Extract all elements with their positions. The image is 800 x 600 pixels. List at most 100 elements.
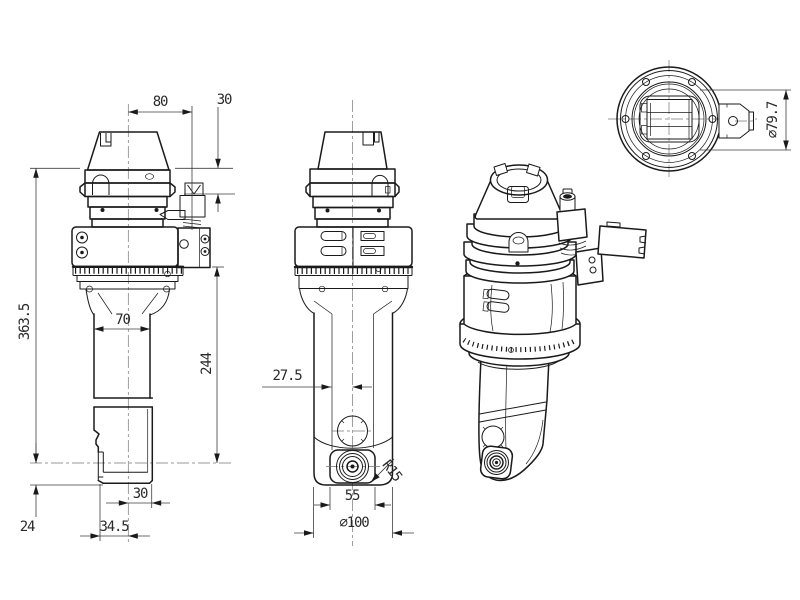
flange-band-2 [87,195,168,208]
front-dimensions: 80 30 363.5 70 [17,92,235,541]
iso-taper-curve [477,359,561,370]
plate-tab [606,221,621,228]
dim-top-width: 80 [128,94,193,230]
face-relief-arc [313,436,393,449]
window-slot [363,233,376,239]
adjust-slot [486,288,510,301]
head-bottom [97,479,154,485]
v-cup-notch [187,184,201,195]
bottom-ring [79,281,176,290]
dim-r15-label: R15 [379,457,405,485]
stop-block [177,227,211,269]
window-slot [363,248,376,254]
block-outline [718,103,750,139]
column-outline [313,312,394,486]
neck-flats [313,300,393,315]
collet-ring [484,450,509,475]
dim-nose-offset: 34.5 [80,484,150,541]
dim-axis-to-nose: 24 [20,443,103,535]
slot-key [482,288,490,300]
bolt-hole [688,78,696,86]
coolant-tab-inner [511,186,525,198]
housing-screw [76,231,88,244]
side-view: 27.5 55 R15 [262,100,414,546]
block-screw [200,234,210,244]
screw-center [203,237,207,241]
top-part [616,66,756,172]
drive-notch [362,132,380,146]
output-head [93,406,154,485]
orientation-notch [508,232,529,253]
block-screw [588,256,596,264]
dim-nut-width: 55 [314,487,391,510]
dim-100-label: ∅100 [340,515,370,531]
screw-body [179,195,206,218]
lower-band [76,275,179,282]
front-view: 80 30 363.5 70 [17,92,235,545]
collet-center [350,464,355,469]
gear-housing [71,226,179,268]
neck-fillets [85,289,170,316]
dim-244-label: 244 [199,352,215,374]
slot-key [482,301,490,312]
isometric-view [459,163,647,482]
dim-24-label: 24 [20,519,35,535]
ring-screw [163,285,170,293]
dim-79-7-label: ∅79.7 [765,101,781,138]
rim-notch [493,163,508,176]
v-groove [79,182,176,198]
vernier-dot [508,347,514,353]
stop-block-assembly [159,182,211,269]
ring-inner [633,83,705,155]
collet-ring [486,452,507,473]
iso-body-column [478,357,550,482]
neck-fillets [299,288,408,314]
slot-block [646,99,693,140]
plunger [179,239,189,249]
vernier-dot [375,266,382,272]
side-part [293,131,414,486]
plate-notches [638,235,647,255]
cone-bore [496,168,542,192]
top-stop-block [718,103,756,139]
ring-screw [381,285,389,293]
collet-nut [489,455,504,470]
collet-nut [346,460,359,473]
bottom-ring [298,275,409,289]
clamp-slot [97,451,104,481]
dim-stop-block-height: 30 [175,92,235,212]
bolt-hole [642,78,650,86]
adjust-slot [320,231,347,241]
vernier-dot [164,270,171,278]
bolt-hole [642,152,650,160]
collet-ring [336,450,369,483]
screw-socket [563,194,572,199]
ring-screw [86,285,93,293]
spindle-shaft [93,313,151,399]
flange-band-2 [312,195,394,209]
block-screw [200,247,210,256]
key-tab [641,103,648,113]
top-view: ∅79.7 [608,60,791,178]
dim-shaft-dia: 70 [94,312,150,332]
bracket-arm [159,210,186,220]
dim-30-bottom-label: 30 [133,486,148,502]
column-section [639,95,700,143]
top-dimensions: ∅79.7 [700,89,791,151]
set-screw-dot [325,208,330,213]
dim-34-5-label: 34.5 [100,519,130,535]
pilot-bore [337,415,368,447]
head-face-line [525,419,544,465]
collet-ring [342,456,363,477]
v-flange-band [84,182,171,198]
dim-total-height: 363.5 [17,167,80,463]
body-column [313,312,394,486]
dim-lower-height: 244 [199,266,224,463]
drive-notch [100,133,112,147]
adjust-window [360,246,385,256]
stop-block [575,247,604,286]
dim-30-top-label: 30 [217,92,232,108]
bolt-hole [708,115,717,123]
collet-center [494,460,499,465]
